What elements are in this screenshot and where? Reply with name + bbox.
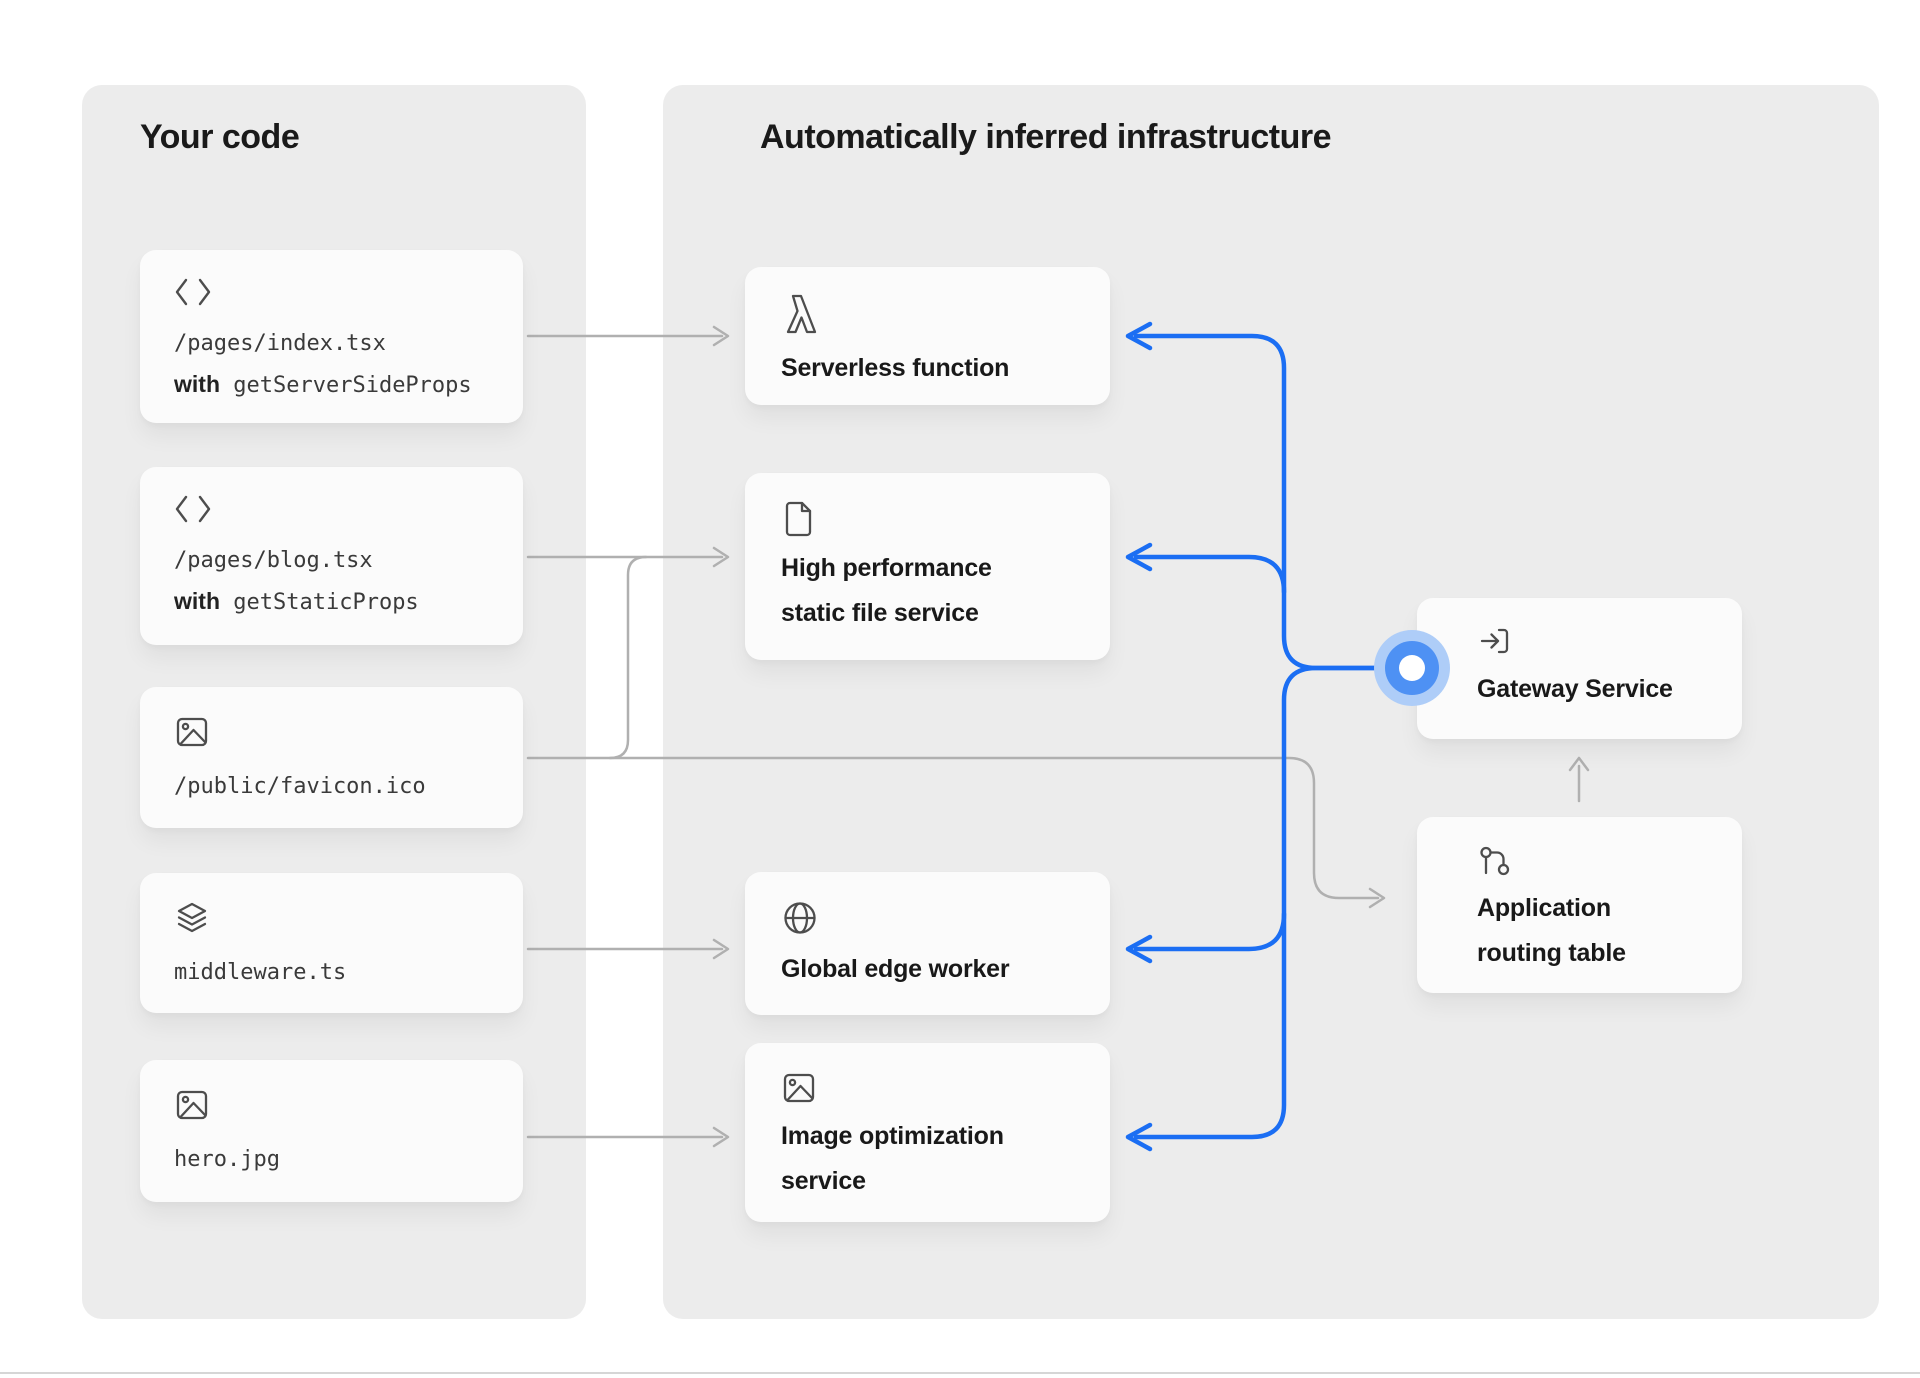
- code-icon: [175, 495, 211, 523]
- routing-table-card: Application routing table: [1417, 817, 1742, 993]
- service-label: High performance static file service: [781, 554, 992, 627]
- enter-icon: [1480, 628, 1509, 654]
- file-path: /public/favicon.ico: [174, 774, 426, 799]
- file-path: /pages/index.tsx: [174, 331, 386, 356]
- service-card-serverless: Serverless function: [745, 267, 1110, 405]
- blue-gateway-to-serverless: [1133, 333, 1403, 671]
- file-card-favicon: /public/favicon.ico: [140, 687, 523, 828]
- line-favicon-merge-up: [608, 555, 648, 760]
- file-icon: [785, 501, 812, 537]
- image-icon: [176, 1090, 208, 1120]
- code-icon: [175, 278, 211, 306]
- bottom-divider: [0, 1372, 1920, 1374]
- file-path: hero.jpg: [174, 1147, 280, 1172]
- globe-icon: [784, 902, 816, 934]
- file-card-blog: /pages/blog.tsx with getStaticProps: [140, 467, 523, 645]
- layers-icon: [177, 902, 207, 933]
- function-name: getServerSideProps: [233, 373, 472, 398]
- file-card-hero: hero.jpg: [140, 1060, 523, 1202]
- route-icon: [1480, 846, 1510, 876]
- file-path: /pages/blog.tsx: [174, 548, 373, 573]
- service-label: Global edge worker: [781, 955, 1010, 983]
- image-icon: [176, 717, 208, 747]
- blue-branch-edgeworker: [1133, 911, 1287, 952]
- service-label: Serverless function: [781, 354, 1010, 382]
- service-card-imageopt: Image optimization service: [745, 1043, 1110, 1222]
- with-label: with: [174, 588, 220, 614]
- file-card-index: /pages/index.tsx with getServerSideProps: [140, 250, 523, 423]
- image-icon: [783, 1073, 815, 1103]
- service-card-edgeworker: Global edge worker: [745, 872, 1110, 1015]
- service-label: Image optimization service: [781, 1122, 1004, 1195]
- routing-label: Application routing table: [1477, 894, 1626, 967]
- function-name: getStaticProps: [233, 590, 419, 615]
- gateway-service-card: Gateway Service: [1417, 598, 1742, 739]
- line-favicon-to-routing: [526, 756, 1380, 900]
- file-path: middleware.ts: [174, 960, 347, 985]
- blue-gateway-to-imageopt: [1133, 665, 1403, 1140]
- inferred-infrastructure-title: Automatically inferred infrastructure: [760, 118, 1331, 156]
- with-label: with: [174, 371, 220, 397]
- gateway-node-core: [1399, 655, 1425, 681]
- file-card-middleware: middleware.ts: [140, 873, 523, 1013]
- gateway-label: Gateway Service: [1477, 675, 1673, 703]
- blue-branch-staticfile: [1133, 554, 1287, 595]
- service-card-staticfile: High performance static file service: [745, 473, 1110, 660]
- your-code-title: Your code: [140, 118, 300, 156]
- lambda-icon: [786, 294, 817, 334]
